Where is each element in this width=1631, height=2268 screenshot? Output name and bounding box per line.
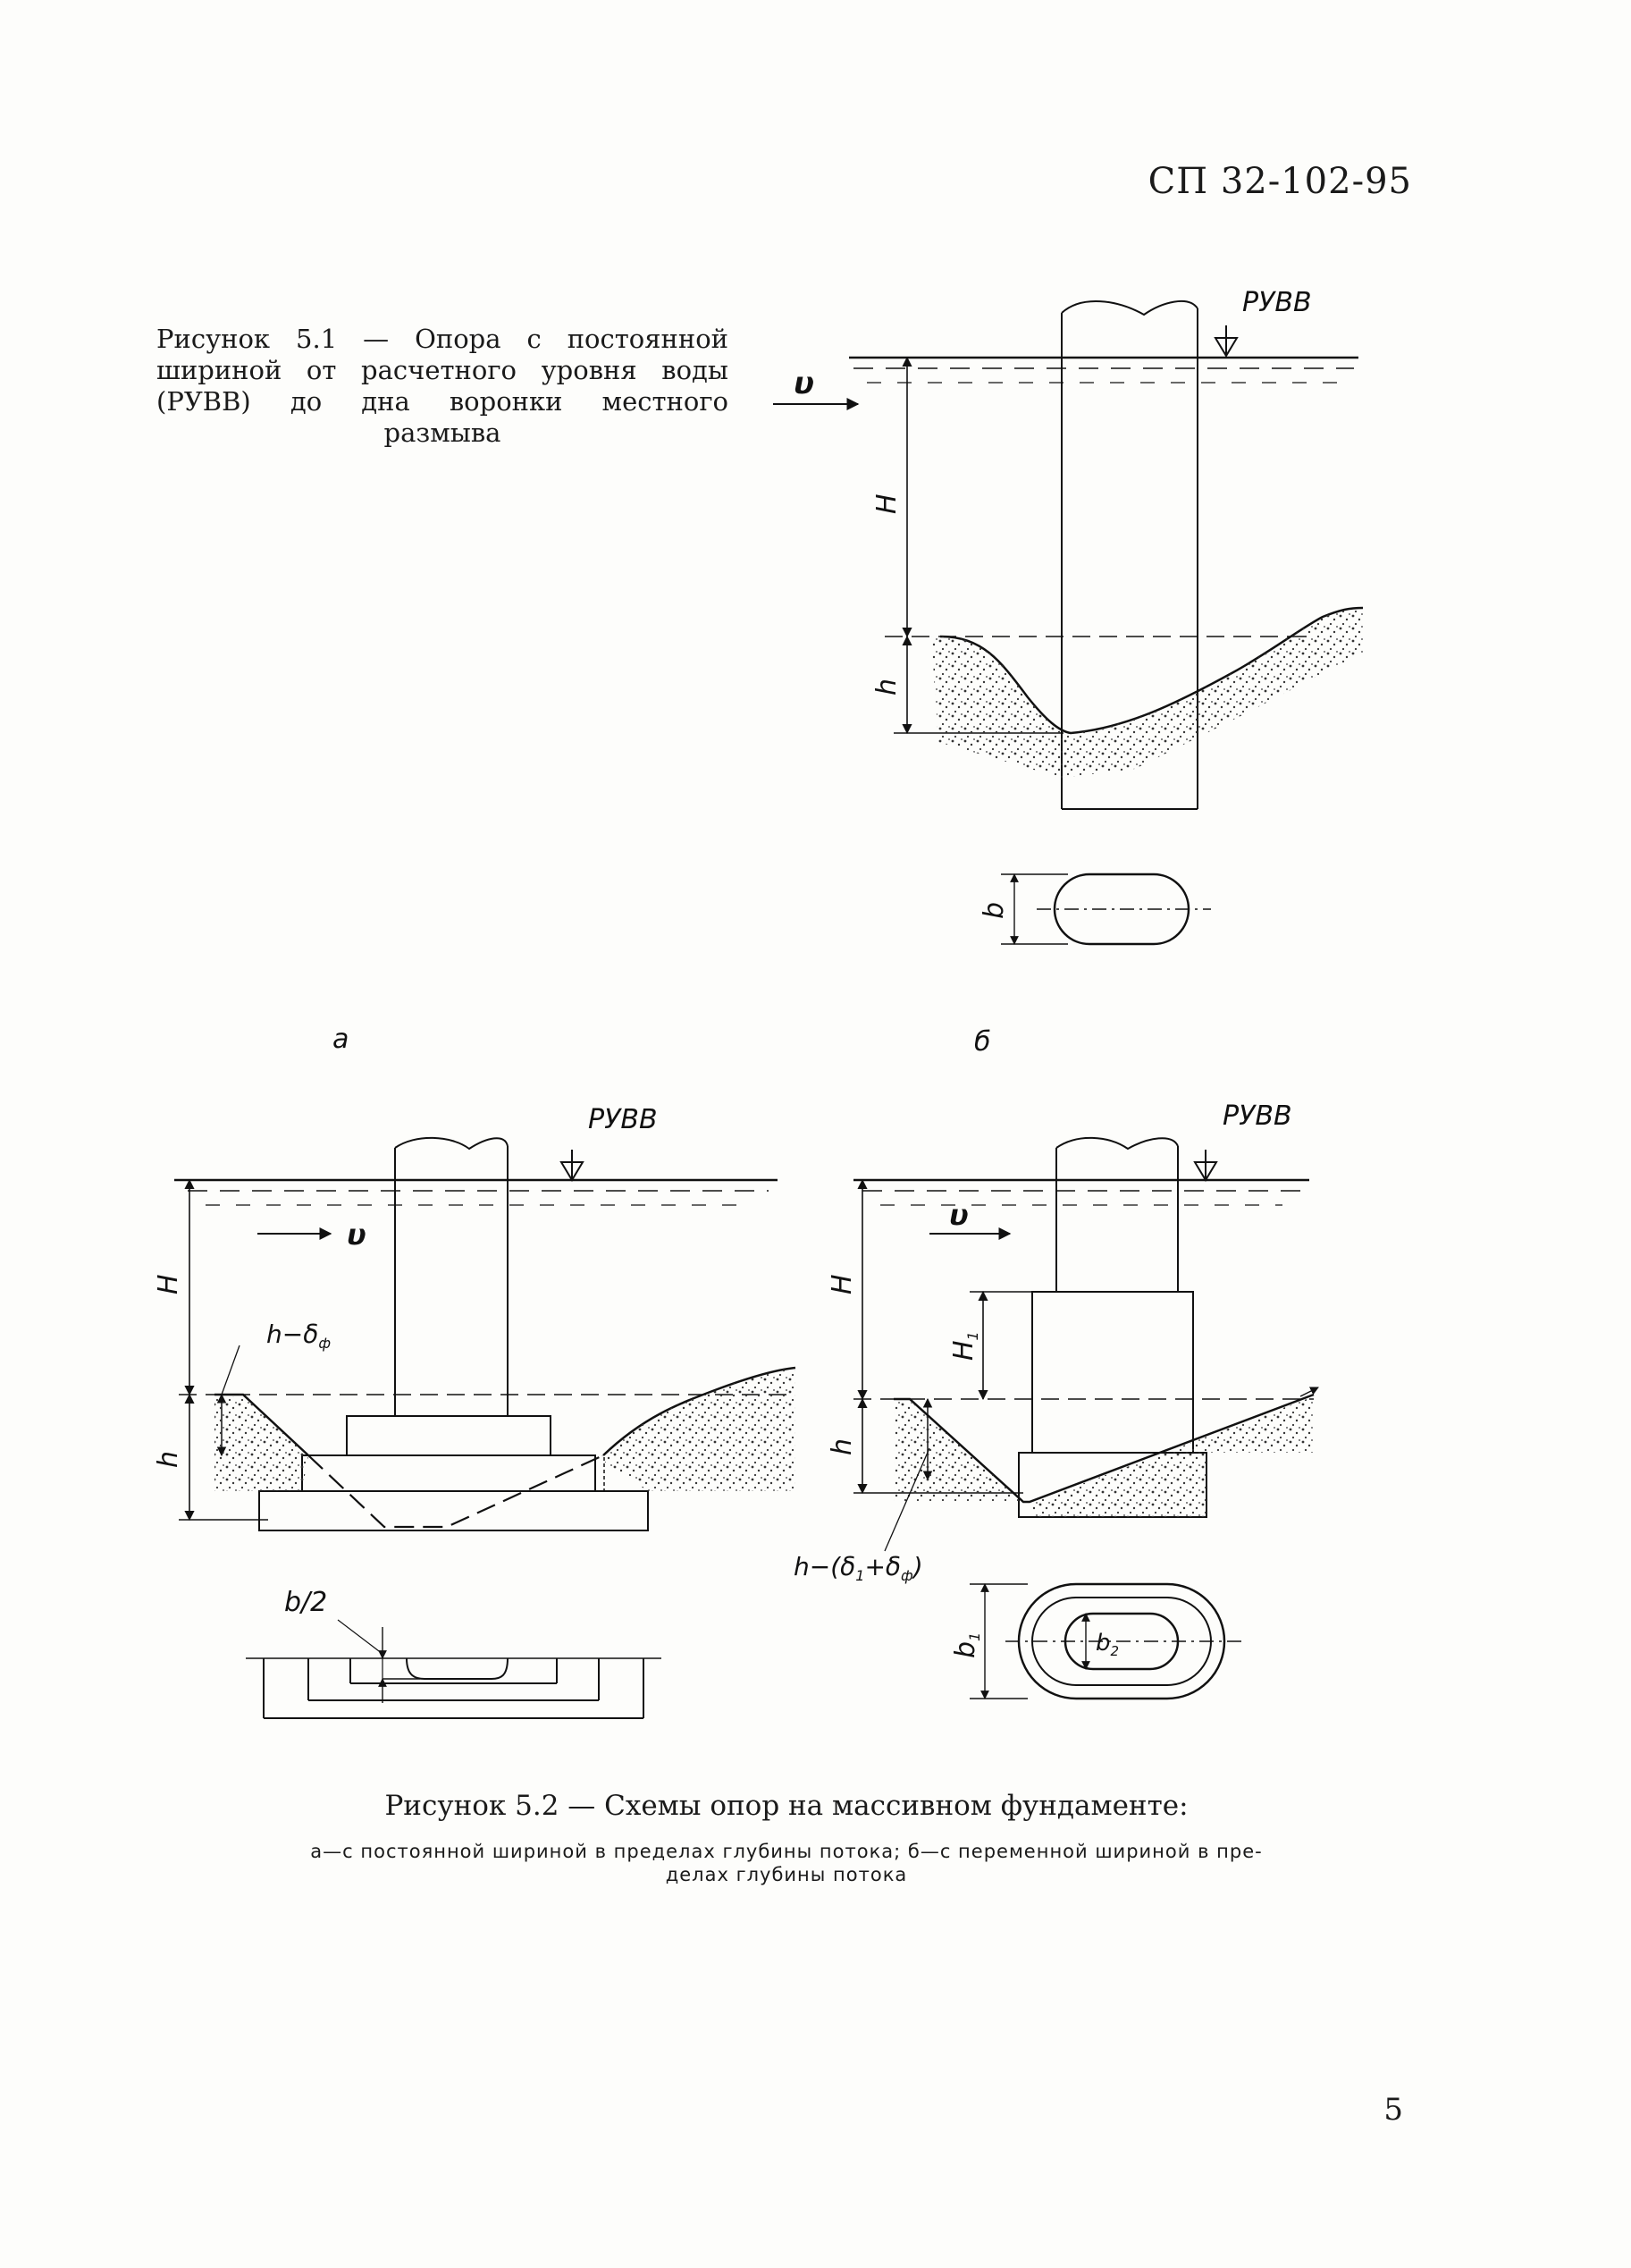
fig2-panel-b-letter: б	[974, 1026, 991, 1058]
figure-5-2-caption: Рисунок 5.2 — Схемы опор на массивном фу…	[384, 1790, 1189, 1822]
figure-5-2-legend: а—с постоянной шириной в пределах глубин…	[170, 1840, 1403, 1886]
fig1-width-b-label: b	[979, 902, 1010, 919]
fig1-depth-H-label: H	[871, 493, 903, 514]
figure-5-2b-drawing	[853, 1136, 1319, 1700]
fig2b-h-expression-label: h−(δ1+δф)	[794, 1552, 923, 1584]
fig2-panel-a-letter: а	[332, 1024, 349, 1055]
legend-line-1: а—с постоянной шириной в пределах глубин…	[310, 1841, 1263, 1862]
figure-5-2a-drawing	[174, 1136, 796, 1719]
fig2a-depth-H-label: H	[153, 1274, 184, 1294]
figure-5-1-caption: Рисунок 5.1 — Опора с постоянной шириной…	[156, 324, 728, 448]
fig2b-depth-H-label: H	[827, 1274, 858, 1294]
fig1-scour-h-label: h	[871, 679, 903, 696]
fig2a-water-level-label: РУВВ	[588, 1104, 658, 1135]
fig2a-half-width-label: b/2	[284, 1587, 327, 1618]
figure-5-1-drawing	[773, 300, 1364, 946]
fig2b-velocity-label: υ	[949, 1198, 969, 1232]
fig1-water-level-label: РУВВ	[1242, 287, 1312, 318]
document-code: СП 32-102-95	[1148, 161, 1412, 202]
fig2b-water-level-label: РУВВ	[1223, 1100, 1292, 1132]
fig2b-scour-h-label: h	[827, 1438, 858, 1455]
fig2b-width-b2-label: b2	[1096, 1630, 1119, 1659]
fig2a-velocity-label: υ	[347, 1218, 366, 1252]
fig2b-width-b1-label: b1	[950, 1632, 983, 1658]
page-number: 5	[1383, 2092, 1403, 2128]
fig2a-h-minus-label: h−δф	[266, 1319, 331, 1352]
fig1-velocity-label: υ	[794, 366, 814, 401]
fig2a-scour-h-label: h	[153, 1451, 184, 1468]
fig2b-depth-H1-label: H1	[948, 1331, 981, 1361]
legend-line-2: делах глубины потока	[665, 1864, 908, 1885]
